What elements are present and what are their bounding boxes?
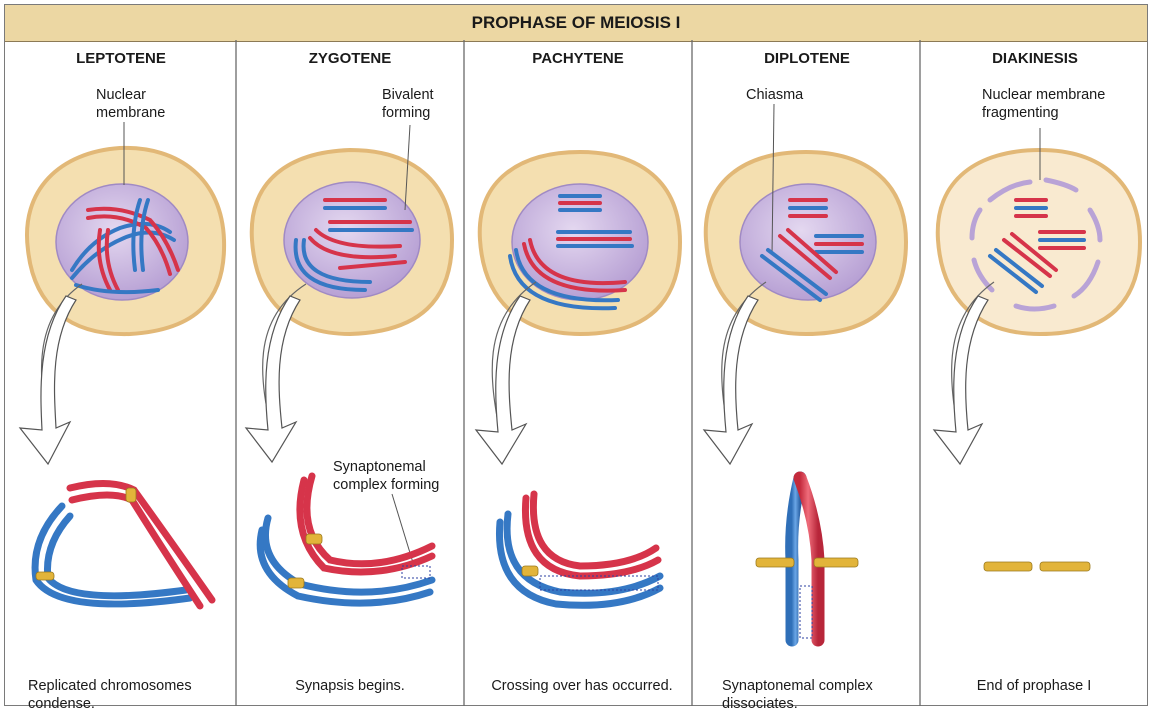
stage-title-diplotene: DIPLOTENE <box>764 50 850 67</box>
stage-title-leptotene: LEPTOTENE <box>76 50 166 67</box>
synaptonemal-complex-forming-label: Synaptonemal complex forming <box>333 459 439 493</box>
diakinesis-panel: Nuclear membrane fragmenting <box>932 87 1143 694</box>
leptotene-caption: Replicated chromosomes condense. <box>28 678 196 708</box>
zygotene-chromosomes <box>293 198 414 292</box>
pachytene-detail <box>495 490 664 609</box>
nucleus <box>739 183 877 301</box>
stage-title-pachytene: PACHYTENE <box>532 50 623 67</box>
stage-title-zygotene: ZYGOTENE <box>309 50 392 67</box>
zygotene-panel: Bivalent forming Synaptonemal complex fo… <box>244 87 455 694</box>
panel-dividers <box>235 40 921 706</box>
leptotene-chromosomes <box>70 198 180 295</box>
diplotene-caption: Synaptonemal complex dissociates. <box>722 678 877 708</box>
diplotene-panel: Chiasma Synaptonemal complex dissociates… <box>702 87 909 708</box>
leptotene-detail <box>31 479 216 610</box>
diplotene-chromosomes <box>760 198 864 302</box>
pachytene-caption: Crossing over has occurred. <box>491 678 672 694</box>
stage-title-diakinesis: DIAKINESIS <box>992 50 1078 67</box>
diagram-title: PROPHASE OF MEIOSIS I <box>5 5 1147 42</box>
leptotene-panel: Nuclear membrane Repli <box>18 87 227 708</box>
nucleus <box>55 183 189 301</box>
chiasma-label: Chiasma <box>746 87 804 103</box>
pachytene-panel: Crossing over has occurred. <box>474 149 683 694</box>
nucleus <box>283 181 421 299</box>
nuclear-membrane-fragmenting-label: Nuclear membrane fragmenting <box>982 87 1109 121</box>
nuclear-membrane-fragments <box>969 177 1103 312</box>
bivalent-forming-label: Bivalent forming <box>382 87 438 121</box>
diakinesis-caption: End of prophase I <box>977 678 1091 694</box>
zygotene-caption: Synapsis begins. <box>295 678 405 694</box>
pachytene-chromosomes <box>508 194 634 311</box>
diakinesis-chromosomes <box>988 198 1086 294</box>
nuclear-membrane-label: Nuclear membrane <box>96 87 165 121</box>
